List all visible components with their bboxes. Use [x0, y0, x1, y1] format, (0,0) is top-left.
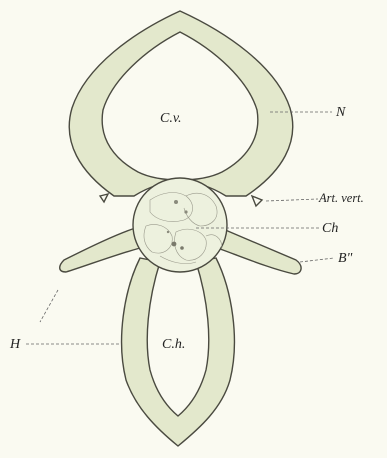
- leader-vertebral-artery: [266, 199, 318, 201]
- label-haemal-arch: H: [9, 337, 21, 352]
- label-neural-canal: C.v.: [160, 111, 182, 126]
- chorda-body: [133, 178, 227, 272]
- leader-haemal-arch-upper: [40, 290, 58, 322]
- vertebral-artery-right: [252, 196, 262, 206]
- label-vertebral-artery: Art. vert.: [318, 191, 364, 205]
- label-chorda: Ch: [322, 221, 338, 236]
- vertebral-artery-left: [100, 194, 108, 202]
- leader-rib: [300, 258, 334, 262]
- haemal-arch: [122, 258, 235, 446]
- label-rib: B": [338, 251, 353, 266]
- label-haemal-canal: C.h.: [162, 337, 185, 352]
- label-neural-arch: N: [335, 105, 346, 120]
- neural-arch: [69, 11, 292, 196]
